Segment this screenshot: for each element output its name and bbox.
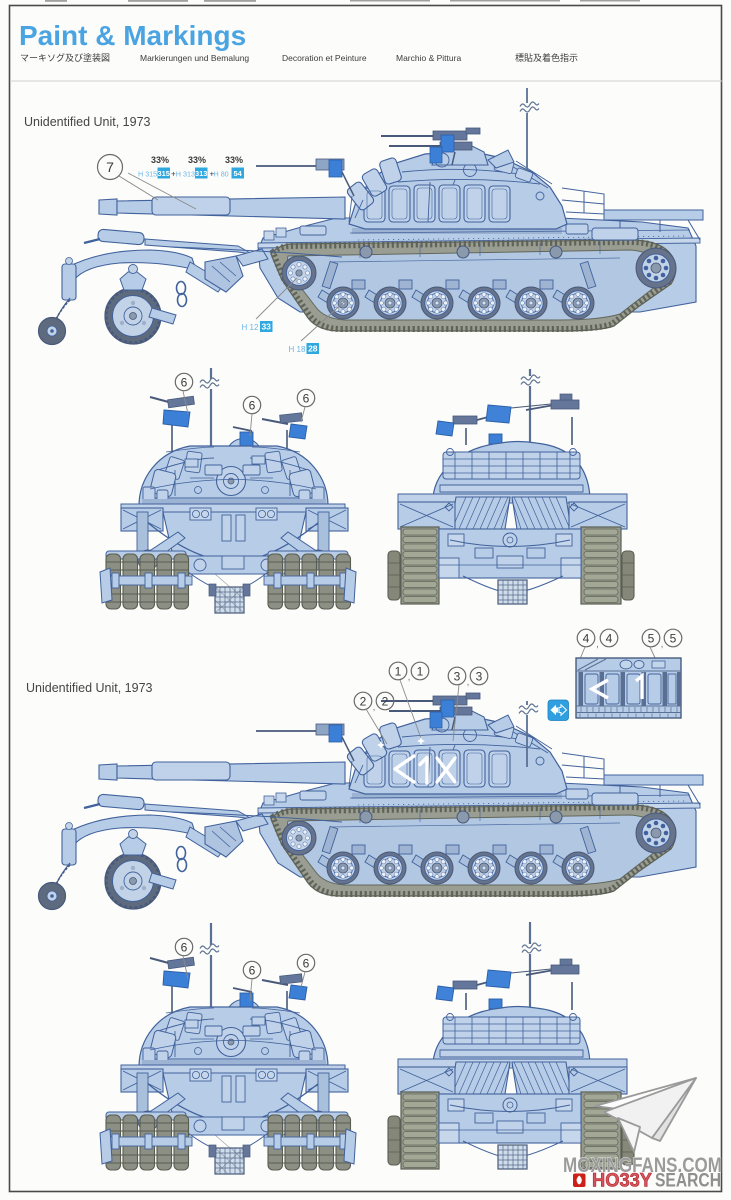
svg-text:2: 2 — [382, 695, 389, 709]
svg-text:Paint & Markings: Paint & Markings — [19, 20, 246, 51]
svg-text:+: + — [171, 170, 176, 179]
svg-text:H 315: H 315 — [138, 170, 157, 179]
svg-text:H 18: H 18 — [289, 345, 306, 354]
svg-text:315: 315 — [157, 169, 170, 178]
svg-text:6: 6 — [249, 399, 256, 413]
svg-text:Marchio & Pittura: Marchio & Pittura — [396, 53, 461, 63]
svg-text:Decoration et Peinture: Decoration et Peinture — [282, 53, 367, 63]
svg-text:1: 1 — [395, 665, 402, 679]
svg-text:7: 7 — [106, 159, 114, 175]
svg-text:313: 313 — [195, 169, 208, 178]
svg-text:5: 5 — [648, 632, 655, 646]
svg-text:5: 5 — [670, 632, 677, 646]
svg-text:33%: 33% — [151, 155, 169, 165]
svg-text:33: 33 — [261, 322, 271, 332]
svg-text:6: 6 — [303, 957, 310, 971]
svg-text:マーキソグ及び塗装図: マーキソグ及び塗装図 — [20, 52, 110, 63]
svg-text:SEARCH: SEARCH — [655, 1171, 721, 1192]
svg-text:,: , — [373, 702, 376, 713]
svg-text:4: 4 — [583, 632, 590, 646]
svg-text:Unidentified Unit, 1973: Unidentified Unit, 1973 — [26, 681, 153, 695]
svg-text:標貼及着色指示: 標貼及着色指示 — [515, 52, 578, 63]
svg-text:H 80: H 80 — [214, 170, 229, 179]
svg-text:2: 2 — [360, 695, 367, 709]
svg-text:HO33Y: HO33Y — [592, 1171, 652, 1192]
svg-text:28: 28 — [308, 344, 318, 354]
svg-text:33%: 33% — [225, 155, 243, 165]
svg-text:3: 3 — [454, 670, 461, 684]
svg-text:Markierungen und Bemalung: Markierungen und Bemalung — [140, 53, 249, 63]
svg-text:6: 6 — [249, 964, 256, 978]
svg-text:,: , — [661, 639, 664, 650]
svg-text:4: 4 — [606, 632, 613, 646]
svg-text:MOXINGFANS.COM: MOXINGFANS.COM — [563, 1153, 722, 1177]
svg-text:,: , — [467, 677, 470, 688]
svg-text:1: 1 — [417, 665, 424, 679]
svg-text:6: 6 — [181, 941, 188, 955]
svg-text:54: 54 — [234, 169, 243, 178]
svg-text:3: 3 — [476, 670, 483, 684]
svg-text:6: 6 — [181, 376, 188, 390]
svg-text:6: 6 — [303, 392, 310, 406]
svg-text:,: , — [408, 672, 411, 683]
svg-text:H 12: H 12 — [242, 323, 259, 332]
svg-text:Unidentified Unit, 1973: Unidentified Unit, 1973 — [24, 115, 151, 129]
svg-text:,: , — [596, 639, 599, 650]
svg-text:33%: 33% — [188, 155, 206, 165]
svg-text:H 313: H 313 — [176, 170, 195, 179]
svg-text:+: + — [210, 170, 215, 179]
